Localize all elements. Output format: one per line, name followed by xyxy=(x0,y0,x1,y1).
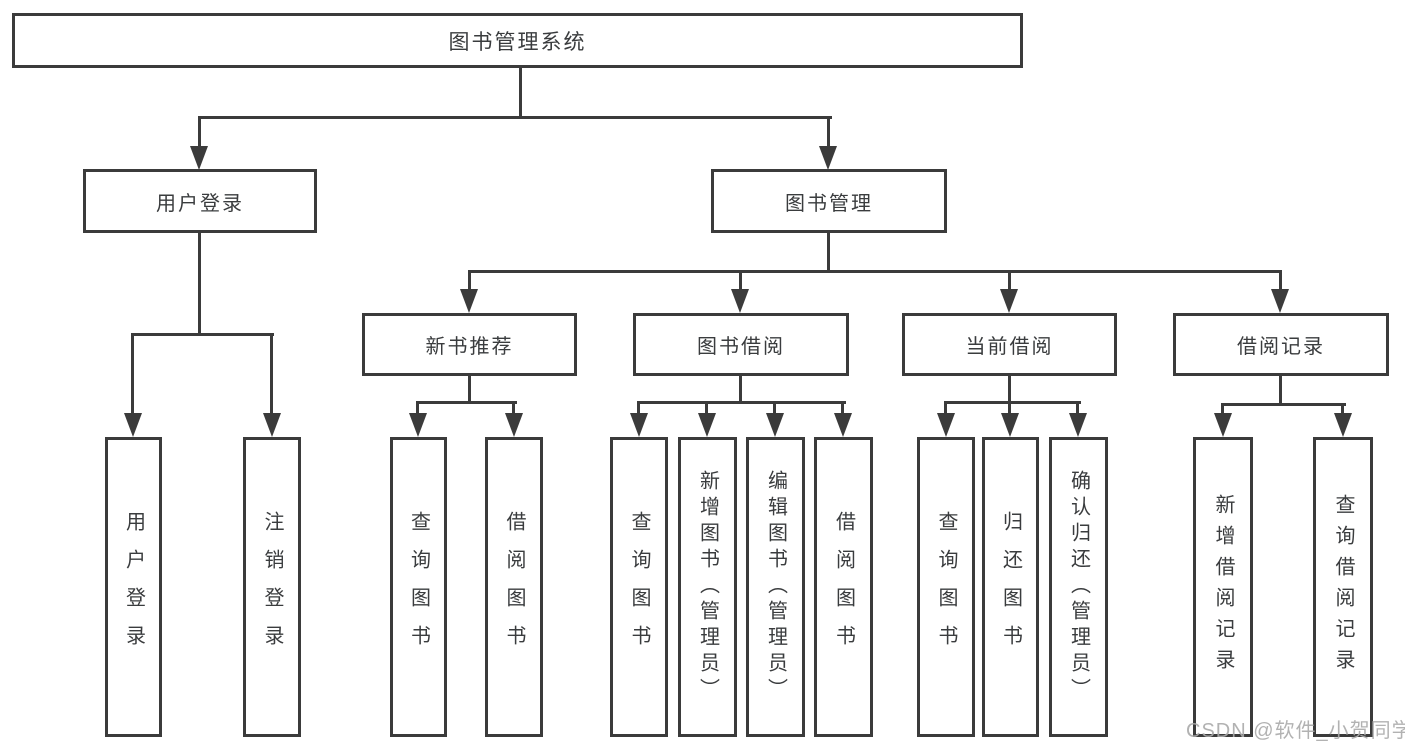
node-borrowing-records: 借阅记录 xyxy=(1173,313,1389,376)
arrow-down-icon xyxy=(834,413,852,437)
arrow-down-icon xyxy=(1069,413,1087,437)
node-root-library-system: 图书管理系统 xyxy=(12,13,1023,68)
leaf-user-login: 用户登录 xyxy=(105,437,162,737)
edge-line xyxy=(1008,376,1011,403)
csdn-watermark: CSDN @软件_小贺同学 xyxy=(1186,720,1405,742)
arrow-down-icon xyxy=(1334,413,1352,437)
leaf-add-borrow-record: 新增借阅记录 xyxy=(1193,437,1253,737)
edge-line xyxy=(1008,401,1011,417)
node-user-login: 用户登录 xyxy=(83,169,317,233)
node-new-book-recommendation: 新书推荐 xyxy=(362,313,577,376)
edge-line xyxy=(944,401,947,417)
leaf-label: 注销登录 xyxy=(261,511,283,663)
leaf-label: 新增借阅记录 xyxy=(1212,494,1234,680)
edge-line xyxy=(705,401,708,417)
node-book-management: 图书管理 xyxy=(711,169,947,233)
arrow-down-icon xyxy=(937,413,955,437)
leaf-logout: 注销登录 xyxy=(243,437,301,737)
edge-line xyxy=(1221,403,1346,406)
edge-line xyxy=(1076,401,1079,417)
edge-line xyxy=(739,376,742,403)
arrow-down-icon xyxy=(1000,289,1018,313)
leaf-label: 借阅图书 xyxy=(832,511,855,663)
edge-line xyxy=(198,116,832,119)
edge-line xyxy=(416,401,419,417)
edge-line xyxy=(512,401,515,417)
edge-line xyxy=(468,376,471,403)
arrow-down-icon xyxy=(505,413,523,437)
leaf-query-books-recommend: 查询图书 xyxy=(390,437,447,737)
edge-line xyxy=(131,333,134,417)
edge-line xyxy=(637,401,640,417)
edge-line xyxy=(1221,403,1224,417)
edge-line xyxy=(1279,270,1282,292)
arrow-down-icon xyxy=(263,413,281,437)
leaf-label: 编辑图书（管理员） xyxy=(764,470,787,704)
arrow-down-icon xyxy=(1271,289,1289,313)
edge-line xyxy=(1341,403,1344,417)
leaf-return-books: 归还图书 xyxy=(982,437,1039,737)
leaf-query-books-current: 查询图书 xyxy=(917,437,975,737)
node-book-borrowing: 图书借阅 xyxy=(633,313,849,376)
edge-line xyxy=(468,270,471,292)
edge-line xyxy=(416,401,517,404)
leaf-borrow-books-recommend: 借阅图书 xyxy=(485,437,543,737)
edge-line xyxy=(637,401,846,404)
edge-line xyxy=(739,270,742,292)
arrow-down-icon xyxy=(1214,413,1232,437)
edge-line xyxy=(270,333,273,417)
arrow-down-icon xyxy=(460,289,478,313)
edge-line xyxy=(468,270,1282,273)
edge-line xyxy=(1279,376,1282,405)
edge-line xyxy=(841,401,844,417)
edge-line xyxy=(198,233,201,335)
leaf-label: 借阅图书 xyxy=(503,511,525,663)
leaf-label: 查询图书 xyxy=(407,511,430,663)
arrow-down-icon xyxy=(409,413,427,437)
leaf-label: 新增图书（管理员） xyxy=(696,470,719,704)
edge-line xyxy=(773,401,776,417)
edge-line xyxy=(198,116,201,150)
node-current-borrowing: 当前借阅 xyxy=(902,313,1117,376)
arrow-down-icon xyxy=(630,413,648,437)
arrow-down-icon xyxy=(731,289,749,313)
leaf-query-books-borrowing: 查询图书 xyxy=(610,437,668,737)
arrow-down-icon xyxy=(819,146,837,170)
arrow-down-icon xyxy=(190,146,208,170)
edge-line xyxy=(944,401,1081,404)
leaf-add-books-admin: 新增图书（管理员） xyxy=(678,437,737,737)
edge-line xyxy=(827,116,830,150)
leaf-borrow-books: 借阅图书 xyxy=(814,437,873,737)
leaf-confirm-return-admin: 确认归还（管理员） xyxy=(1049,437,1108,737)
edge-line xyxy=(519,68,522,118)
leaf-label: 查询图书 xyxy=(628,511,650,663)
arrow-down-icon xyxy=(766,413,784,437)
leaf-label: 查询借阅记录 xyxy=(1332,494,1354,680)
leaf-edit-books-admin: 编辑图书（管理员） xyxy=(746,437,805,737)
leaf-label: 查询图书 xyxy=(935,511,957,663)
edge-line xyxy=(827,233,830,272)
leaf-label: 归还图书 xyxy=(999,511,1022,663)
arrow-down-icon xyxy=(1001,413,1019,437)
leaf-label: 用户登录 xyxy=(122,511,145,663)
arrow-down-icon xyxy=(698,413,716,437)
edge-line xyxy=(131,333,274,336)
edge-line xyxy=(1008,270,1011,292)
leaf-query-borrow-record: 查询借阅记录 xyxy=(1313,437,1373,737)
leaf-label: 确认归还（管理员） xyxy=(1067,470,1090,704)
arrow-down-icon xyxy=(124,413,142,437)
